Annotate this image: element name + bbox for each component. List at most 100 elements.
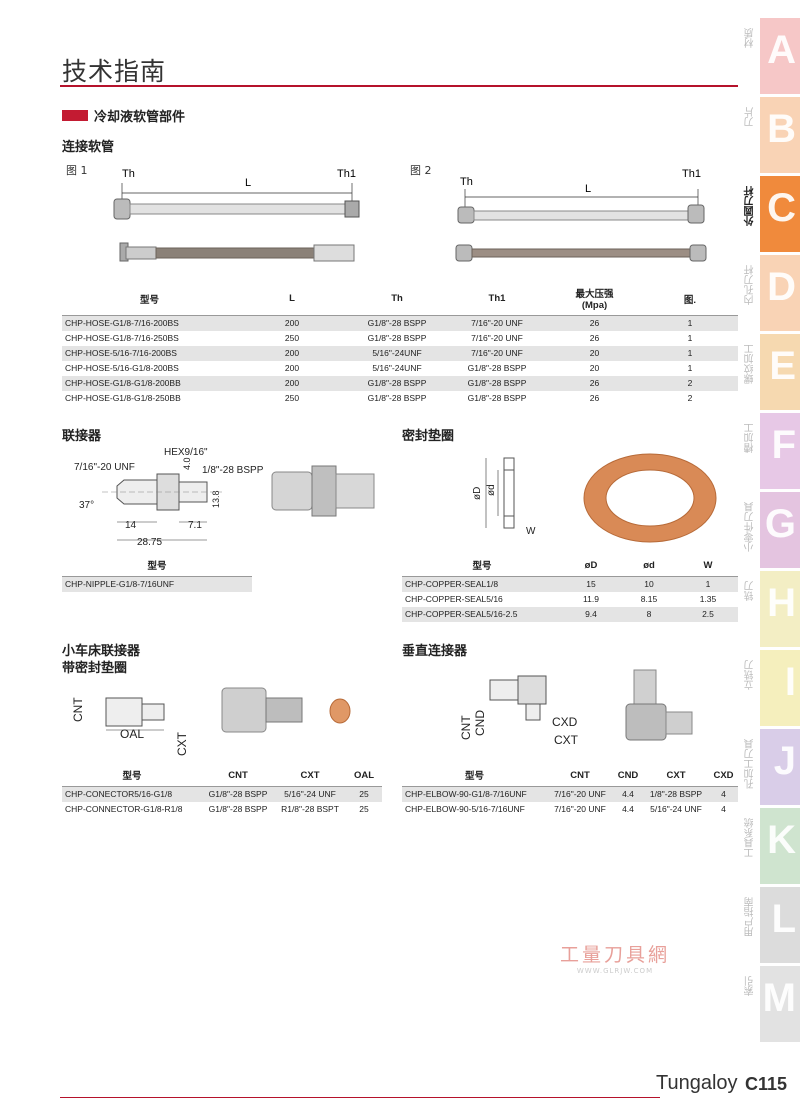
cell: 5/16"-24 UNF: [650, 804, 702, 814]
watermark-text: 工量刀具網: [559, 944, 670, 966]
elbow-title: 垂直连接器: [402, 644, 468, 659]
cell: 25: [346, 786, 382, 802]
side-tab-label: 孔加工刀具: [745, 739, 756, 789]
dim-bspp: 1/8"-28 BSPP: [202, 465, 264, 476]
footer-rule: [60, 1097, 660, 1098]
cell: 7/16"-20 UNF: [447, 345, 547, 361]
cell: 9.4: [562, 606, 620, 622]
side-tab-label: 槽加工: [745, 423, 756, 453]
connector-drawing: CNT OAL CXT: [71, 687, 351, 756]
cell: 26: [547, 315, 642, 331]
seal-col-D: øD: [584, 559, 598, 571]
fig2-label: 图 2: [410, 164, 432, 177]
side-tab-label: 铣刀: [745, 581, 756, 601]
dim-71: 7.1: [188, 520, 202, 531]
cell: CHP-CONECTOR5/16-G1/8: [62, 786, 202, 802]
cell: CHP-HOSE-G1/8-7/16-250BS: [65, 333, 179, 343]
dim-th1-label-2: Th1: [682, 168, 701, 180]
cell: 25: [359, 804, 369, 814]
cell: G1/8"-28 BSPP: [367, 333, 427, 343]
fig1-label: 图 1: [66, 164, 88, 177]
cell: R1/8"-28 BSPT: [281, 804, 339, 814]
cell: 26: [589, 393, 600, 403]
cell: 1: [678, 576, 738, 592]
hose-fig2-drawing: Th L Th1: [455, 168, 707, 262]
cell: 2.5: [678, 606, 738, 622]
dim-elbow-cnt: CNT: [459, 715, 473, 740]
table-row: CHP-NIPPLE-G1/8-7/16UNF: [62, 576, 252, 592]
cell: CHP-ELBOW-90-5/16-7/16UNF: [405, 804, 525, 814]
side-tab-letter: M: [762, 976, 796, 1020]
dim-cnt: CNT: [71, 697, 85, 722]
cell: 1: [642, 345, 738, 361]
cell: 1: [687, 363, 693, 373]
elbow-col-cxd: CXD: [713, 769, 734, 781]
cell: 5/16"-24UNF: [372, 363, 422, 373]
hose-col-l: L: [289, 293, 295, 304]
dim-138: 13.8: [211, 490, 221, 508]
cell: 4: [709, 786, 738, 802]
connector-col-cnt: CNT: [228, 769, 248, 781]
cell: 7/16"-20 UNF: [554, 804, 606, 814]
side-tab-letter: A: [767, 28, 796, 72]
side-tab-label: 工具系统: [745, 818, 756, 858]
brand-name: Tungaloy: [656, 1072, 738, 1094]
side-tab-label: 材质: [745, 28, 756, 48]
seal-col-model: 型号: [472, 561, 492, 572]
cell: 200: [237, 345, 347, 361]
cell: 1/8"-28 BSPP: [643, 786, 709, 802]
cell: CHP-ELBOW-90-G1/8-7/16UNF: [402, 786, 547, 802]
cell: G1/8"-28 BSPP: [447, 375, 547, 391]
hose-fig1-drawing: Th L Th1: [113, 168, 360, 262]
side-tab-a[interactable]: 材质 A: [745, 18, 800, 94]
elbow-drawing: CNT CND CXD CXT: [459, 669, 693, 747]
cell: CHP-HOSE-5/16-7/16-200BS: [62, 345, 237, 361]
cell: 7/16"-20 UNF: [547, 786, 613, 802]
cell: 1: [642, 315, 738, 331]
section-title: 冷却液软管部件: [94, 110, 186, 125]
cell: CHP-HOSE-G1/8-G1/8-200BB: [62, 375, 237, 391]
cell: 5/16"-24UNF: [347, 345, 447, 361]
cell: 10: [620, 576, 678, 592]
cell: G1/8"-28 BSPP: [347, 375, 447, 391]
seal-title: 密封垫圈: [402, 429, 455, 444]
cell: 2: [687, 393, 693, 403]
title-rule: [60, 85, 738, 87]
dim-th-label: Th: [122, 168, 135, 180]
side-tab-label: 外圆刀杆: [745, 186, 756, 226]
cell: 7/16"-20 UNF: [447, 315, 547, 331]
side-tab-label: 刀片: [745, 107, 756, 127]
hose-table: 型号 L Th Th1 最大压强 (Mpa) 图. CHP-HOSE-G1/8-…: [62, 284, 738, 406]
cell: 8.15: [640, 594, 658, 604]
hose-col-th: Th: [391, 293, 403, 304]
cell: 250: [284, 333, 300, 343]
side-tab-label: 螺纹加工: [745, 344, 756, 384]
section-marker: [62, 110, 88, 121]
cell: 1: [687, 333, 693, 343]
cell: 11.9: [583, 594, 599, 604]
seal-col-d: ød: [643, 559, 655, 571]
cell: CHP-NIPPLE-G1/8-7/16UNF: [62, 576, 252, 592]
cell: CHP-COPPER-SEAL5/16-2.5: [402, 606, 562, 622]
